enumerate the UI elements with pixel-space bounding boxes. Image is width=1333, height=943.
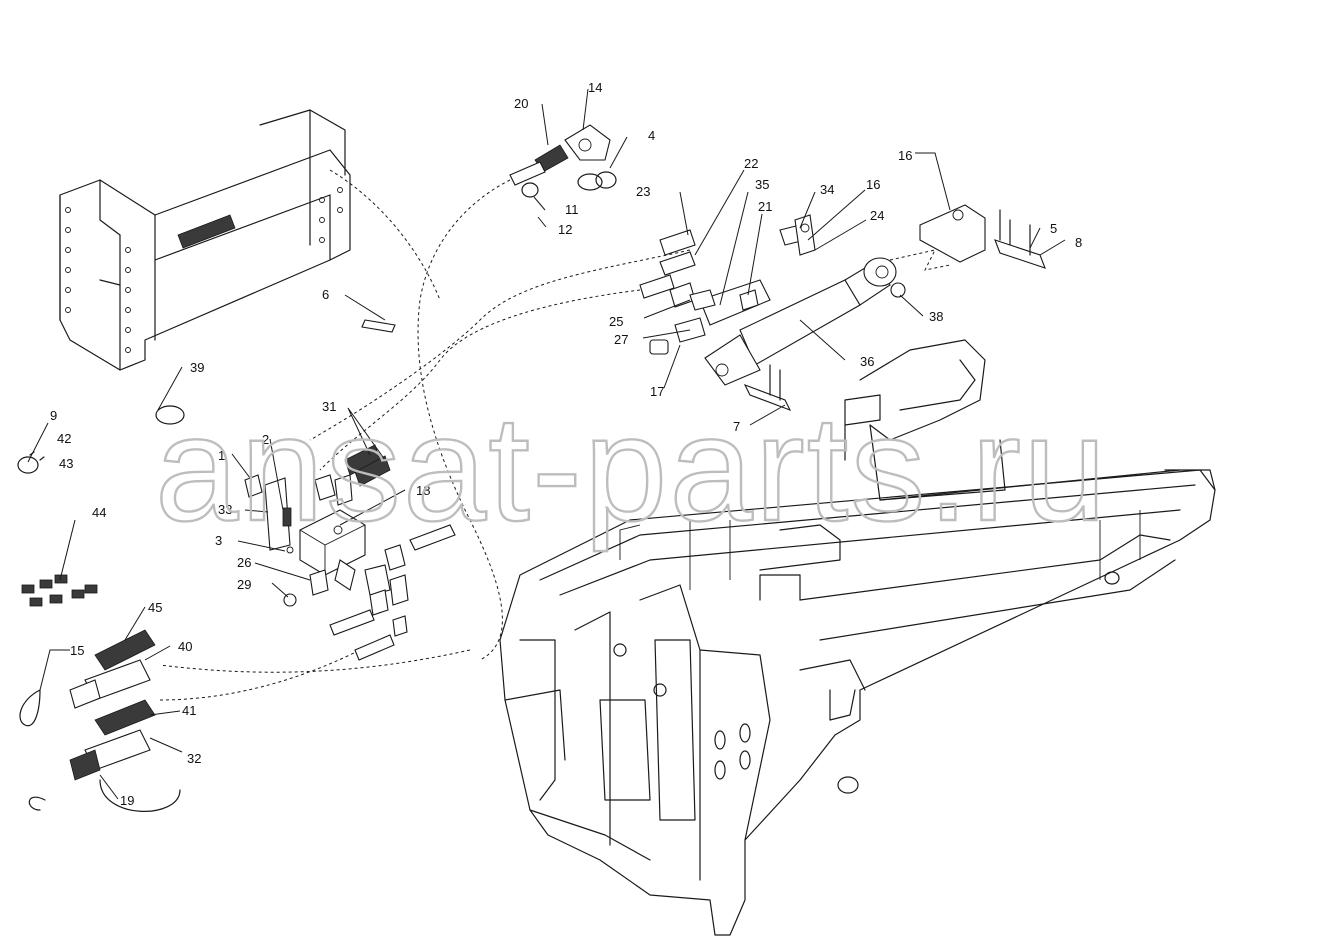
label-23: 23 — [636, 184, 650, 199]
label-32: 32 — [187, 751, 201, 766]
label-9: 9 — [50, 408, 57, 423]
label-33: 33 — [218, 502, 232, 517]
small-parts — [17, 319, 396, 474]
watermark: ansat-parts.ru — [155, 384, 1108, 552]
label-34: 34 — [820, 182, 834, 197]
label-8: 8 — [1075, 235, 1082, 250]
label-44: 44 — [92, 505, 106, 520]
coupler-group — [509, 124, 617, 198]
clip-set — [21, 574, 98, 607]
label-43: 43 — [59, 456, 73, 471]
label-14: 14 — [588, 80, 602, 95]
label-1: 1 — [218, 448, 225, 463]
label-45: 45 — [148, 600, 162, 615]
label-7: 7 — [733, 419, 740, 434]
label-31: 31 — [322, 399, 336, 414]
part-labels: 20 14 4 11 12 22 35 23 21 34 16 24 16 5 … — [50, 80, 1082, 808]
label-15: 15 — [70, 643, 84, 658]
label-26: 26 — [237, 555, 251, 570]
quick-couplers — [19, 629, 181, 812]
label-36: 36 — [860, 354, 874, 369]
label-40: 40 — [178, 639, 192, 654]
label-5: 5 — [1050, 221, 1057, 236]
cylinder-bracket — [919, 204, 1046, 269]
leader-lines — [27, 88, 1066, 800]
label-35: 35 — [755, 177, 769, 192]
hydraulic-hoses — [159, 169, 951, 701]
label-6: 6 — [322, 287, 329, 302]
label-17: 17 — [650, 384, 664, 399]
label-12: 12 — [558, 222, 572, 237]
label-16-cylinder: 16 — [866, 177, 880, 192]
label-39: 39 — [190, 360, 204, 375]
label-3: 3 — [215, 533, 222, 548]
label-18: 18 — [416, 483, 430, 498]
label-21: 21 — [758, 199, 772, 214]
label-38: 38 — [929, 309, 943, 324]
label-27: 27 — [614, 332, 628, 347]
valve-block — [244, 444, 456, 661]
label-25: 25 — [609, 314, 623, 329]
label-20: 20 — [514, 96, 528, 111]
label-19: 19 — [120, 793, 134, 808]
label-16-bracket: 16 — [898, 148, 912, 163]
label-4: 4 — [648, 128, 655, 143]
label-24: 24 — [870, 208, 884, 223]
label-41: 41 — [182, 703, 196, 718]
main-frame — [499, 339, 1216, 936]
label-22: 22 — [744, 156, 758, 171]
label-42: 42 — [57, 431, 71, 446]
label-29: 29 — [237, 577, 251, 592]
bracket-plate — [59, 109, 351, 371]
label-2: 2 — [262, 432, 269, 447]
label-11: 11 — [565, 202, 579, 217]
